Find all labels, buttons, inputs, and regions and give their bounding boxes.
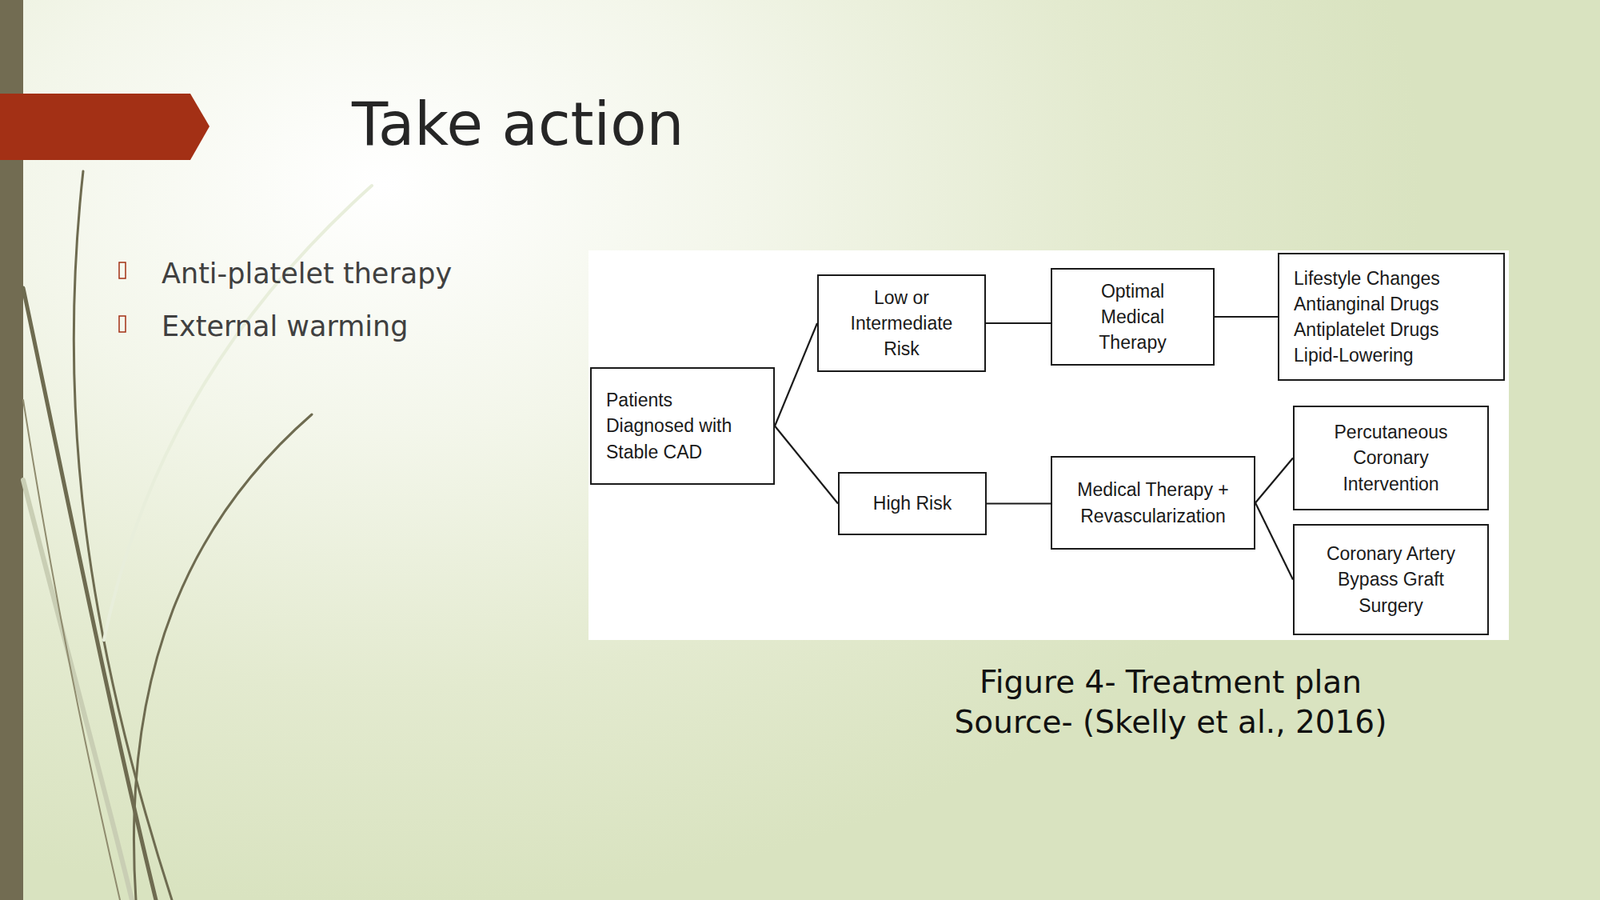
- box-text: Low or Intermediate Risk: [833, 284, 970, 363]
- source-note: Source- (Skelly et al., 2016): [954, 703, 1388, 740]
- box-text: Percutaneous Coronary Intervention: [1315, 418, 1468, 497]
- bullet-text: External warming: [161, 310, 408, 343]
- box-text: Patients Diagnosed with Stable CAD: [606, 387, 759, 465]
- title-banner: [0, 93, 210, 160]
- process-box: Optimal Medical Therapy: [1050, 267, 1215, 366]
- bullet-marker: [119, 315, 126, 332]
- connector-line: [985, 322, 1051, 324]
- box-text: Antiplatelet Drugs: [1293, 316, 1440, 343]
- box-text: Medical Therapy + Revascularization: [1073, 476, 1233, 528]
- box-text: High Risk: [873, 490, 952, 516]
- box-text: Coronary Artery Bypass Graft Surgery: [1315, 540, 1468, 619]
- slide-title: Take action: [351, 89, 684, 159]
- connector-line: [774, 323, 818, 427]
- bullet-marker: [119, 262, 126, 279]
- connector-line: [1255, 502, 1293, 580]
- connector-line: [1214, 315, 1278, 318]
- connector-line: [986, 502, 1051, 504]
- process-box: Patients Diagnosed with Stable CAD: [590, 367, 775, 485]
- connector-line: [774, 426, 838, 504]
- process-box: Percutaneous Coronary Intervention: [1292, 405, 1489, 511]
- box-text: Optimal Medical Therapy: [1078, 278, 1187, 356]
- box-text: Lipid-Lowering: [1293, 342, 1414, 368]
- process-box: High Risk: [837, 471, 987, 535]
- connector-line: [1255, 458, 1293, 503]
- process-box: Medical Therapy + Revascularization: [1050, 455, 1256, 550]
- box-text: Lifestyle Changes: [1293, 265, 1441, 292]
- treatment-list-box: Lifestyle ChangesAntianginal DrugsAntipl…: [1277, 252, 1505, 381]
- process-box: Low or Intermediate Risk: [817, 274, 986, 372]
- box-text: Antianginal Drugs: [1293, 291, 1440, 317]
- process-box: Coronary Artery Bypass Graft Surgery: [1292, 523, 1489, 635]
- figure-caption: Figure 4- Treatment plan: [979, 663, 1362, 700]
- bullet-text: Anti-platelet therapy: [161, 257, 452, 290]
